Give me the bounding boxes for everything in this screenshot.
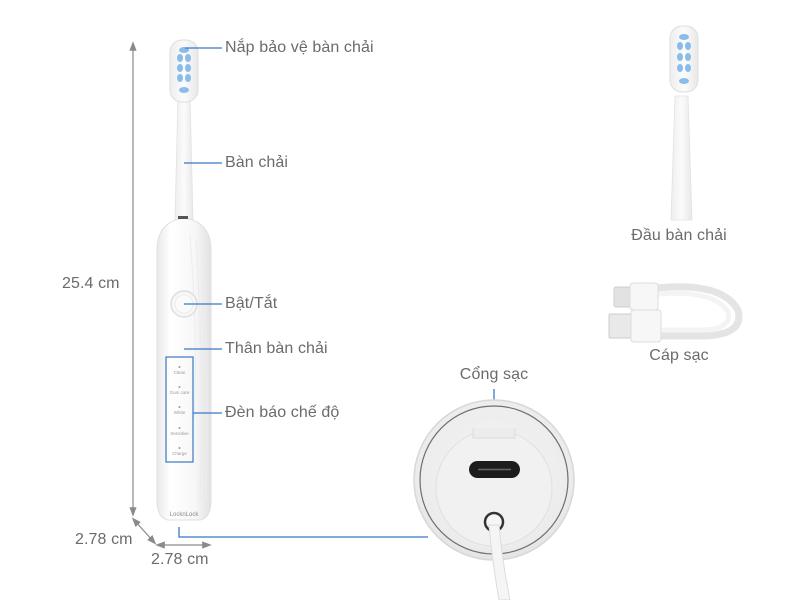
toothbrush-main: Clean Gum care White Sensitive Charge Lo…: [156, 39, 212, 521]
label-charging-port: Cổng sạc: [459, 366, 529, 383]
label-mode-lights: Đèn báo chế độ: [225, 404, 340, 421]
dimension-height: 25.4 cm: [62, 275, 120, 292]
label-brush-head: Đầu bàn chải: [631, 227, 727, 244]
dimension-width: 2.78 cm: [151, 551, 209, 568]
label-body: Thân bàn chải: [225, 340, 328, 357]
brand-logo: LocknLock: [170, 512, 200, 518]
mode-lights-box: [165, 356, 194, 463]
label-brush: Bàn chải: [225, 154, 289, 171]
label-cable: Cáp sạc: [649, 347, 709, 364]
dimension-lines: [129, 41, 212, 549]
dimension-depth: 2.78 cm: [75, 531, 133, 548]
spare-brush-head: [669, 25, 699, 221]
mode-label-clean: Clean: [174, 370, 186, 375]
charging-base-view: [413, 399, 575, 600]
usb-cable: [608, 282, 743, 343]
mode-label-gum-care: Gum care: [170, 390, 190, 395]
mode-label-charge: Charge: [172, 451, 187, 456]
mode-label-white: White: [174, 410, 186, 415]
mode-label-sensitive: Sensitive: [170, 431, 189, 436]
label-cap: Nắp bảo vệ bàn chải: [225, 39, 374, 56]
label-power-button: Bật/Tắt: [225, 295, 278, 312]
